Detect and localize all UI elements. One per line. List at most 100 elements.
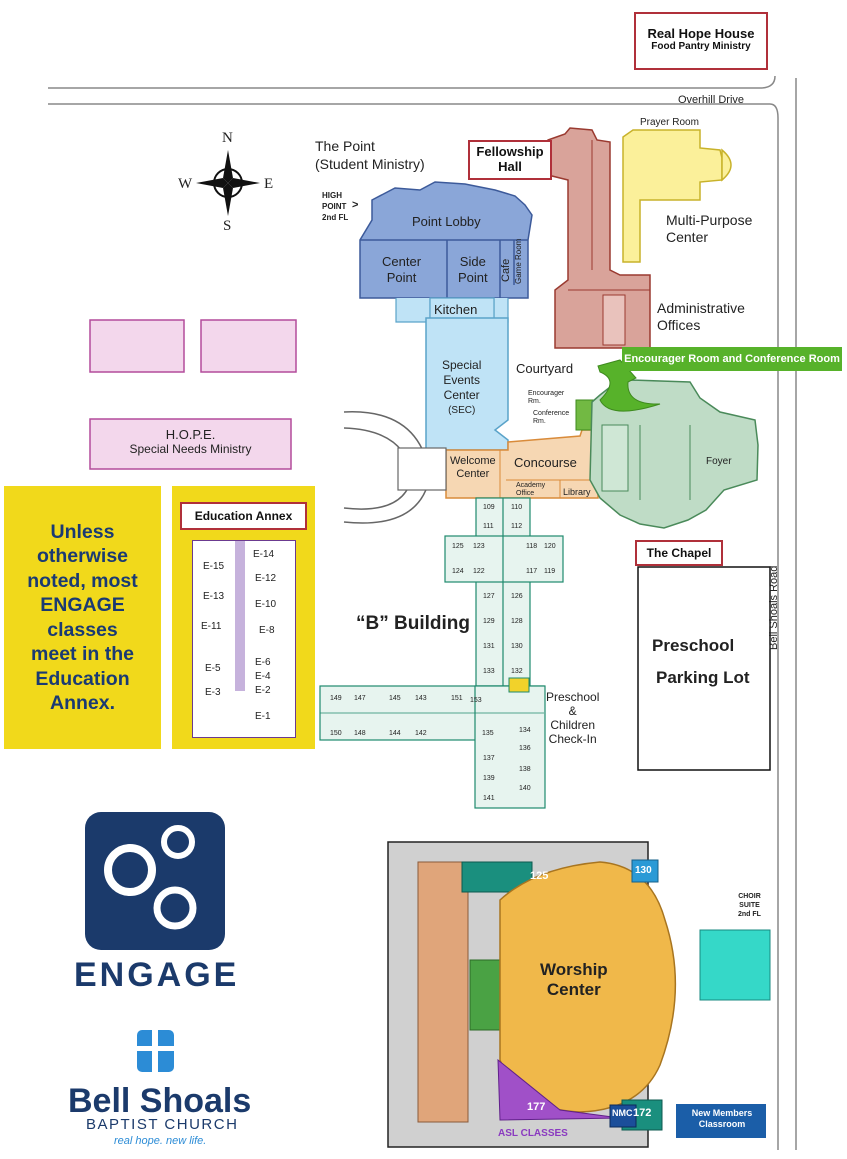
room-number: 149 [330,695,342,702]
engage-note-line: Annex. [49,692,115,714]
concourse-building [445,399,599,499]
new-members-box [676,1104,766,1138]
center-point-line2: Point [386,270,417,285]
high-point-label: HIGH POINT 2nd FL [322,190,348,223]
checkin-label: Preschool & Children Check-In [546,690,599,746]
room-number: 135 [482,730,494,737]
pink-building-right [200,319,297,373]
annex-room: E-2 [255,685,271,696]
welcome-center-label: Welcome Center [450,455,496,481]
the-chapel-box: The Chapel [635,540,723,566]
fellowship-hall-box: Fellowship Hall [468,140,552,180]
bell-shoals-cross-icon [137,1030,174,1072]
overhill-drive-line-lower [48,103,779,1150]
annex-room: E-13 [203,591,225,602]
choir-line2: SUITE [739,902,760,909]
room-number: 133 [483,668,495,675]
encourager-rm-line1: Encourager [528,390,565,397]
conference-rm-line2: Rm. [533,418,546,425]
room-number: 110 [511,504,523,511]
new-members-line1: New Members [691,1108,753,1118]
room-number: 143 [415,695,427,702]
cafe-label: Cafe [500,258,512,282]
compass-w: W [178,176,193,192]
room-130: 130 [635,865,652,876]
high-point-line3: 2nd FL [322,213,349,222]
admin-line2: Offices [657,317,701,333]
multipurpose-label: Multi-Purpose Center [666,212,752,246]
annex-room: E-1 [255,711,271,722]
room-number: 138 [519,766,531,773]
engage-note-line: otherwise [36,545,129,567]
room-number: 144 [389,730,401,737]
compass-s: S [223,218,232,234]
compass-n: N [222,130,233,146]
room-number: 153 [470,697,482,704]
annex-room: E-4 [255,671,271,682]
chapel-building [589,379,759,529]
room-number: 119 [544,568,556,575]
room-number: 142 [415,730,427,737]
room-number: 120 [544,543,556,550]
checkin-line1: Preschool [546,690,600,704]
room-number: 151 [451,695,463,702]
checkin-line4: Check-In [548,732,597,746]
room-number: 117 [526,568,538,575]
room-number: 131 [483,643,495,650]
room-number: 150 [330,730,342,737]
room-172: 172 [633,1107,652,1119]
high-point-line2: POINT [322,202,347,211]
room-number: 123 [473,543,485,550]
encourager-conference-banner: Encourager Room and Conference Room [622,347,842,371]
asl-classes-label: ASL CLASSES [498,1128,568,1139]
welcome-center-line2: Center [456,468,490,480]
annex-room: E-14 [253,549,275,560]
room-number: 140 [519,785,531,792]
sec-line1: Special [442,358,482,372]
compass-icon [196,150,260,216]
new-members-label: New Members Classroom [678,1108,766,1130]
hope-label: H.O.P.E. Special Needs Ministry [90,428,291,457]
hope-line2: Special Needs Ministry [129,442,252,456]
parking-line1: Preschool [652,636,735,655]
room-number: 128 [511,618,523,625]
fellowship-hall-line2: Hall [498,159,522,174]
worship-center-label: Worship Center [540,960,608,1000]
room-number: 130 [511,643,523,650]
admin-offices-label: Administrative Offices [657,300,745,334]
room-number: 112 [511,523,523,530]
annex-hallway [235,541,245,691]
chevron-right-icon: > [352,199,359,211]
side-point-label: Side Point [458,254,488,286]
sec-line2: Events [443,373,481,387]
engage-note-line: ENGAGE [40,594,125,616]
multipurpose-line2: Center [666,229,709,245]
annex-room: E-6 [255,657,271,668]
green-arrow-icon [597,359,661,412]
conference-rm-line1: Conference [533,410,570,417]
real-hope-house-subtitle: Food Pantry Ministry [651,41,751,52]
real-hope-house-title: Real Hope House [647,26,755,41]
room-number: 122 [473,568,485,575]
overhill-drive-line-upper [48,75,776,89]
room-number: 129 [483,618,495,625]
room-number: 109 [483,504,495,511]
room-number: 141 [483,795,495,802]
annex-room: E-10 [255,599,277,610]
encourager-rm-line2: Rm. [528,398,541,405]
engage-note-line: noted, most [27,569,138,592]
nmc-label: NMC [612,1108,633,1118]
b-building-title: “B” Building [356,613,470,634]
the-point-building [359,181,533,323]
game-room-label: Game Room [514,238,523,284]
annex-room: E-15 [203,561,225,572]
checkin-line2: & [568,704,577,718]
prayer-room-label: Prayer Room [640,117,699,128]
engage-note-line: Unless [50,520,115,543]
the-point-subtitle: (Student Ministry) [315,156,425,172]
real-hope-house-box: Real Hope House Food Pantry Ministry [634,12,768,70]
baptist-church-label: BAPTIST CHURCH [86,1116,239,1133]
annex-room: E-5 [205,663,221,674]
sec-label: Special Events Center (SEC) [442,358,481,418]
